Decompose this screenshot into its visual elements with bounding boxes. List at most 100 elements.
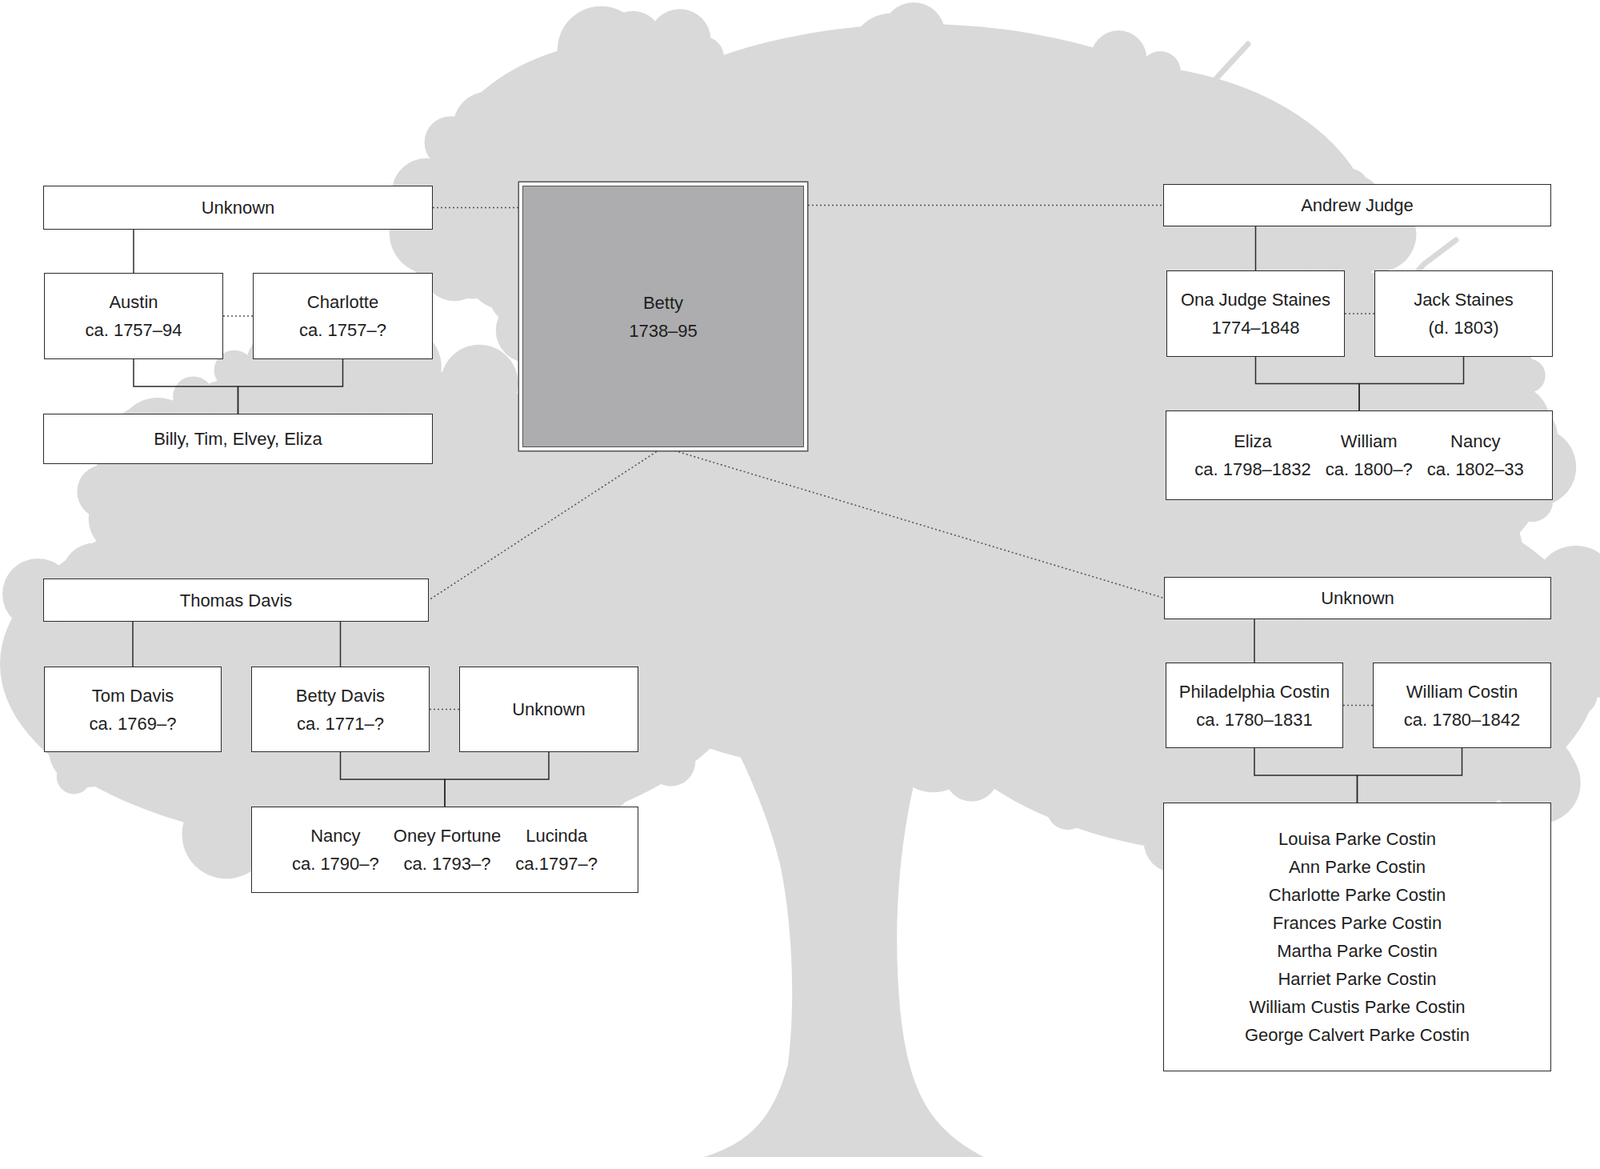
person-text: Lucinda [515, 821, 598, 850]
descent-line [132, 229, 135, 273]
union-line [1344, 312, 1375, 315]
descent-line [340, 752, 446, 807]
person-text: Nancy [292, 821, 380, 850]
person-text: ca.1797–? [515, 849, 598, 878]
canopy-leaf [557, 6, 645, 94]
canopy-leaf [56, 759, 92, 794]
person-text: 1738–95 [628, 316, 698, 345]
tree-trunk [640, 504, 1044, 1157]
descent-line [1253, 619, 1256, 663]
box-content: Charlotteca. 1757–? [299, 288, 387, 344]
canopy-leaf [843, 345, 880, 383]
canopy-leaf [452, 91, 525, 164]
person-text: Ona Judge Staines [1180, 285, 1331, 314]
person-text: 1774–1848 [1180, 313, 1331, 342]
box-content: Betty1738–95 [628, 288, 698, 345]
box-content: Tom Davisca. 1769–? [89, 681, 177, 738]
canopy-leaf [1020, 448, 1066, 494]
canopy-leaf [469, 394, 508, 432]
union-line [428, 447, 664, 600]
box-content: Nancyca. 1790–? Oney Fortuneca. 1793–? Luc… [292, 821, 598, 878]
person-box: Elizaca. 1798–1832Williamca. 1800–?Nancy… [1165, 410, 1553, 500]
person-text: ca. 1793–? [393, 849, 502, 878]
box-content: Philadelphia Costinca. 1780–1831 [1179, 677, 1330, 734]
canopy-leaf [444, 553, 512, 622]
person-box: Betty Davisca. 1771–? [251, 666, 430, 752]
person-text: Unknown [512, 695, 586, 724]
canopy-leaf [76, 464, 132, 520]
canopy-leaf [449, 458, 486, 495]
person-text: Jack Staines [1413, 285, 1514, 314]
person-text: ca. 1802–33 [1427, 455, 1524, 484]
canopy-leaf [659, 98, 713, 152]
canopy-leaf [658, 25, 704, 72]
person-box: Andrew Judge [1163, 184, 1552, 227]
descent-line [1254, 748, 1358, 803]
person-box: Unknown [459, 666, 639, 752]
person-text: Oney Fortune [393, 821, 502, 850]
person-text: ca. 1757–94 [84, 316, 182, 344]
person-text: ca. 1780–1831 [1179, 705, 1330, 734]
person-box: Ona Judge Staines1774–1848 [1166, 270, 1345, 357]
union-line [429, 708, 460, 711]
person-text: Louisa Parke Costin [1244, 824, 1470, 853]
person-text: Nancy [1427, 427, 1524, 456]
person-text: Betty [628, 288, 698, 317]
descent-line [133, 359, 239, 414]
person-text: Thomas Davis [180, 586, 293, 615]
descent-line [1357, 748, 1463, 803]
person-text: Eliza [1194, 427, 1312, 456]
canopy-leaf [732, 604, 775, 648]
box-content: Billy, Tim, Elvey, Eliza [153, 424, 323, 453]
person-box: Jack Staines(d. 1803) [1374, 270, 1553, 357]
person-box: Louisa Parke CostinAnn Parke CostinCharl… [1163, 802, 1552, 1072]
person-text: ca. 1780–1842 [1404, 705, 1521, 734]
person-text: William Costin [1404, 677, 1521, 706]
union-line [223, 315, 253, 317]
person-text: Austin [84, 288, 182, 316]
descent-line [1256, 356, 1360, 411]
focus-person-box: Betty1738–95 [522, 185, 804, 448]
box-content: Unknown [1320, 584, 1395, 612]
canopy-leaf [882, 352, 950, 420]
canopy-leaf [427, 164, 495, 232]
person-text: Unknown [201, 193, 276, 222]
canopy-leaf [176, 494, 206, 524]
canopy-leaf [763, 63, 816, 116]
canopy-leaf [1059, 771, 1108, 820]
person-box: Unknown [1164, 576, 1552, 620]
canopy-leaf [1095, 566, 1143, 614]
canopy-leaf [221, 487, 253, 519]
union-line [804, 204, 1164, 207]
person-text: Frances Parke Costin [1244, 908, 1470, 937]
descent-line [1255, 226, 1257, 271]
descent-line [444, 752, 549, 807]
box-content: Thomas Davis [180, 586, 293, 615]
canopy-leaf [953, 347, 998, 392]
canopy-leaf [964, 64, 1039, 139]
union-line [1343, 704, 1373, 707]
canopy-leaf [1180, 122, 1211, 153]
person-text: Martha Parke Costin [1244, 936, 1470, 965]
tree-twig [1000, 56, 1016, 120]
box-content: Unknown [201, 193, 276, 222]
box-content: Austinca. 1757–94 [84, 288, 182, 344]
person-text: Tom Davis [89, 681, 177, 710]
canopy-leaf [840, 212, 904, 275]
person-text: ca. 1790–? [292, 849, 380, 878]
canopy-leaf [1268, 117, 1313, 162]
canopy-leaf [1009, 649, 1088, 728]
person-text: (d. 1803) [1413, 313, 1514, 342]
descent-line [238, 359, 344, 414]
person-box: Tom Davisca. 1769–? [44, 666, 222, 752]
descent-line [340, 621, 342, 667]
descent-line [1359, 356, 1464, 411]
canopy-leaf [1095, 69, 1148, 123]
box-content: William Costinca. 1780–1842 [1404, 677, 1521, 734]
person-box: Nancyca. 1790–? Oney Fortuneca. 1793–? Luc… [251, 806, 639, 893]
person-box: Philadelphia Costinca. 1780–1831 [1165, 662, 1344, 748]
box-content: Jack Staines(d. 1803) [1413, 285, 1514, 342]
person-text: ca. 1800–? [1325, 455, 1413, 484]
person-box: Thomas Davis [43, 578, 429, 622]
